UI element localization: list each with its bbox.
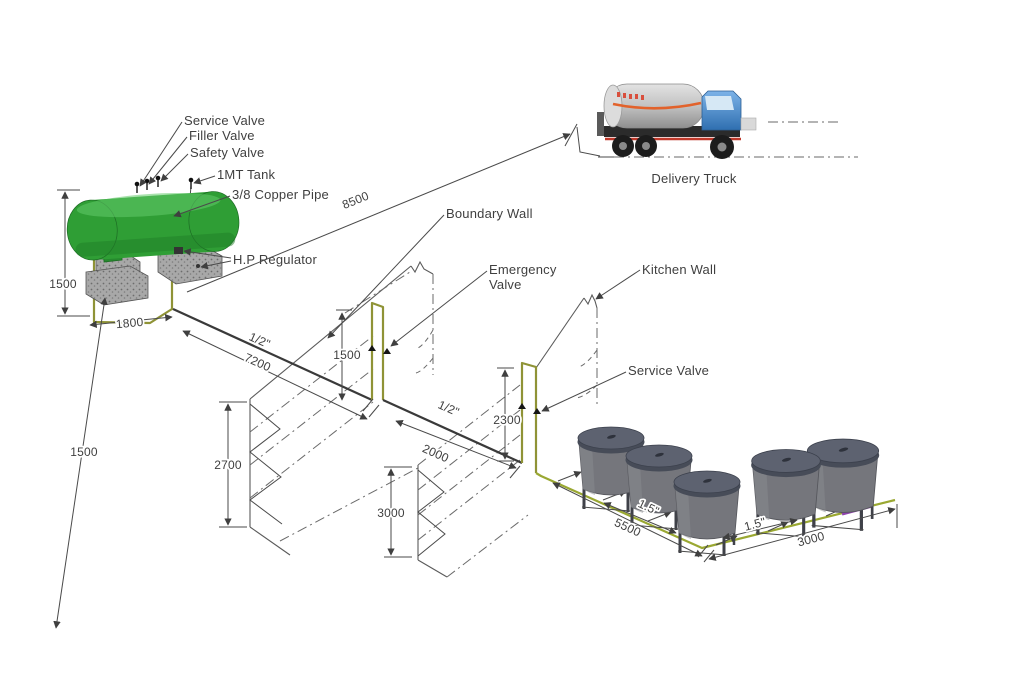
service-valve-kitchen-label: Service Valve <box>628 363 709 378</box>
truck-stripe <box>612 101 702 110</box>
service-valve-label: Service Valve <box>184 113 265 128</box>
dim-kitchen-wall-height: 3000 <box>376 466 412 558</box>
kitchen-wall-label: Kitchen Wall <box>642 262 716 277</box>
kitchen-crossing-pipe <box>520 361 538 473</box>
dim-run2-size: 1/2" <box>436 398 462 420</box>
truck-rear-fitting <box>597 112 604 136</box>
truck-cab-window <box>705 96 734 110</box>
cooking-pot-3 <box>672 469 742 558</box>
dim-boundary-wall-height-value: 2700 <box>214 458 242 472</box>
service-valve-kitchen-leader <box>541 371 627 412</box>
dim-tank-base: 1800 <box>89 313 173 333</box>
truck-ground-line <box>564 121 858 158</box>
boundary-wall <box>249 260 434 556</box>
safety-valve-label: Safety Valve <box>190 145 264 160</box>
tank-label: 1MT Tank <box>217 167 276 182</box>
kitchen-wall-leader <box>595 269 641 300</box>
boundary-wall-label: Boundary Wall <box>446 206 533 221</box>
dim-boundary-rise: 1500 <box>332 309 362 401</box>
kitchen-wall <box>417 293 598 578</box>
emergency-valve-label-line2: Valve <box>489 277 522 292</box>
dim-run2: 1/2" 2000 <box>395 396 521 479</box>
dim-run1: 1/2" 7200 <box>182 328 380 420</box>
truck-tank-markings <box>617 92 644 100</box>
delivery-truck-label: Delivery Truck <box>651 171 736 186</box>
dim-boundary-rise-value: 1500 <box>333 348 361 362</box>
dim-truck-distance-value: 8500 <box>340 189 371 212</box>
dim-run2-length: 2000 <box>420 441 451 465</box>
boundary-wall-leader <box>327 214 445 339</box>
delivery-truck: Delivery Truck <box>564 83 858 186</box>
dim-tank-height-value: 1500 <box>49 277 77 291</box>
hp-regulator-fitting <box>174 247 183 254</box>
concrete-pedestal-left <box>85 253 149 306</box>
dim-tank-base-value: 1800 <box>115 315 144 331</box>
lpg-tank-assembly <box>66 175 240 306</box>
dim-kitchen-rise: 2300 <box>492 367 522 462</box>
ground-projection-lines <box>279 467 529 578</box>
dim-pot-run-right-value: 3000 <box>796 529 826 550</box>
dim-kitchen-wall-height-value: 3000 <box>377 506 405 520</box>
tank-body <box>66 191 240 261</box>
dim-boundary-wall-height: 2700 <box>213 401 247 528</box>
pipe-joint <box>196 264 200 268</box>
boundary-crossing-pipe <box>370 301 385 400</box>
dim-kitchen-rise-value: 2300 <box>493 413 521 427</box>
cooking-pots <box>557 425 881 558</box>
truck-chassis <box>604 126 740 137</box>
filler-valve-label: Filler Valve <box>189 128 255 143</box>
hp-regulator-leader-1 <box>183 248 232 259</box>
tank-labels: Service Valve Filler Valve Safety Valve … <box>139 113 329 270</box>
truck-front-fender <box>740 117 757 131</box>
hp-regulator-label: H.P Regulator <box>233 252 317 267</box>
dim-tank-clearance: 1500 <box>53 297 108 629</box>
dim-run1-size: 1/2" <box>247 330 273 352</box>
truck-wheels <box>612 135 734 159</box>
emergency-valve-leader <box>390 270 488 347</box>
tank-valve-stubs <box>134 175 194 193</box>
emergency-valve-label-line1: Emergency <box>489 262 557 277</box>
emergency-valve-symbol <box>368 345 391 354</box>
tank-label-leader <box>193 175 216 185</box>
service-valve-leader <box>139 121 183 187</box>
annotation-labels: Boundary Wall Emergency Valve Kitchen Wa… <box>327 206 716 412</box>
dim-tank-clearance-value: 1500 <box>70 445 98 459</box>
filler-valve-leader <box>148 136 188 185</box>
dim-pot-size-2: 1.5" <box>743 515 768 534</box>
copper-pipe-leader <box>173 195 231 218</box>
hp-regulator-leader-2 <box>200 260 232 270</box>
copper-pipe-label: 3/8 Copper Pipe <box>232 187 329 202</box>
boundary-wall-outline <box>249 260 434 556</box>
safety-valve-leader <box>160 153 189 182</box>
service-valve-symbol <box>518 403 541 414</box>
dim-run1-length: 7200 <box>242 350 273 374</box>
